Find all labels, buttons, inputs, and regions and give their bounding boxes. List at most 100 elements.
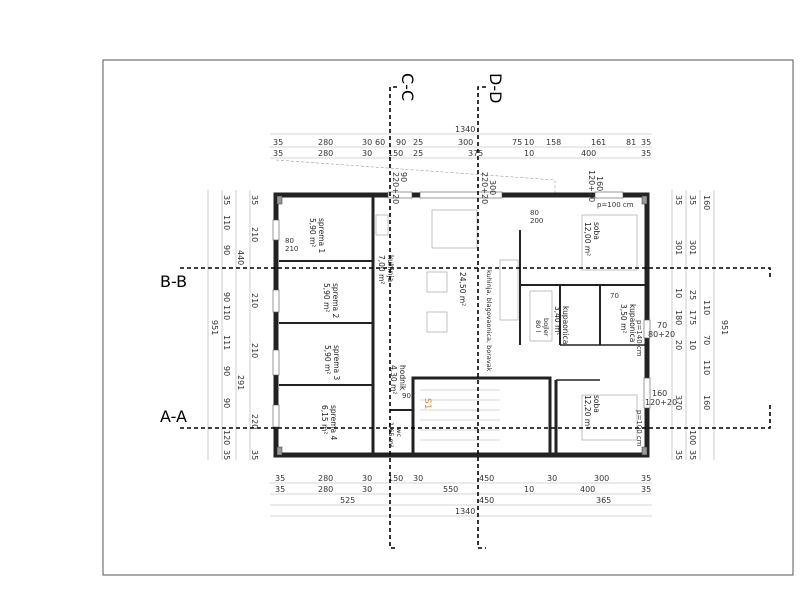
dimension-label: kupaonica [561,306,570,344]
dimension-label: 220+20 [480,172,489,204]
drawing-line [387,191,413,199]
drawing-line [426,271,448,293]
dimension-label: 10 [688,340,697,350]
drawing-line [581,214,638,271]
dimension-label: 35 [222,195,231,205]
dimension-label: 280 [318,474,333,483]
dimension-label: 30 [362,474,372,483]
dimension-label: 35 [688,450,697,460]
drawing-line [581,394,638,441]
drawing-line [594,191,624,199]
bottom-dimensions: 35 280 30 150 30 450 30 300 35 35 280 30… [270,474,652,517]
dimension-label: 12,00 m² [583,222,592,256]
dimension-label: 35 [688,195,697,205]
dimension-label: 35 [641,485,651,494]
room-area: 5,90 m² [308,218,317,247]
dimension-label: 120+20 [587,170,596,202]
dimension-label: 35 [273,149,283,158]
dimension-label: sprema 2 [331,283,340,318]
dimension-label: 280 [318,485,333,494]
dimension-label: kupaonica [628,304,637,342]
section-lines: C-C D-D B-B A-A [160,73,771,549]
drawing-line [419,191,503,199]
dimension-label: 220 [250,414,259,429]
dimension-label: 291 [236,375,245,390]
dimension-label: 7,00 m² [377,255,386,284]
dimension-label: 161 [591,138,606,147]
dimension-label: 550 [443,485,458,494]
dimension-label: 35 [273,138,283,147]
dimension-label: 30 [362,149,372,158]
dimension-label: 150 [388,474,403,483]
dimension-label: 450 [479,474,494,483]
drawing-line [272,349,280,376]
dimension-label: 30 [362,485,372,494]
section-cc-label: C-C [398,73,417,101]
dimension-label: 35 [674,195,683,205]
dimension-label: 90 [402,392,411,400]
dimension-label: 90 [222,366,231,376]
dimension-label: 210 [250,227,259,242]
right-dimensions: 35 301 10 180 20 370 35 35 301 25 175 10… [671,190,729,460]
dimension-label: 10 [524,485,534,494]
dimension-label: 30 [547,474,557,483]
dimension-label: 110 [222,305,231,320]
dimension-label: 3,40 m² [553,306,562,335]
dimension-label: kuhinja, blagovaonica, boravak [485,270,493,372]
top-dimensions: 1340 35 280 30 60 90 25 300 75 10 158 16… [270,125,652,159]
dimension-label: 81 [626,138,636,147]
dimension-label: soba [592,395,601,413]
dimension-label: 280 [318,149,333,158]
dimension-label: 35 [275,474,285,483]
dimension-label: 158 [546,138,561,147]
dimension-label: 440 [236,250,245,265]
room-name: sprema 1 [317,218,326,253]
drawing-line [420,389,500,441]
dimension-label: 120 [222,430,231,445]
dimension-label: 175 [688,310,697,325]
dimension-label: 1,65 m² [387,422,395,448]
dimension-label: 4,30 m² [389,365,398,394]
dimension-label: 30 [413,474,423,483]
dimension-label: 20 [674,340,683,350]
dimension-label: 200 [530,217,543,225]
drawing-line [643,319,651,339]
dimension-label: 70 [610,292,619,300]
dimension-label: 80 [285,237,294,245]
dimension-label: sprema 3 [332,345,341,380]
furniture [375,209,638,441]
dimension-label: 300 [458,138,473,147]
dimension-label: 35 [641,138,651,147]
dimension-label: 90 [222,245,231,255]
dimension-label: 70 [702,335,711,345]
section-dd-label: D-D [486,73,505,103]
dimension-label: 210 [250,343,259,358]
drawing-line [641,446,648,456]
dimension-label: 10 [524,149,534,158]
dimension-label: 10 [674,288,683,298]
dimension-label: 301 [688,240,697,255]
drawing-line [529,290,553,342]
dimension-label: 35 [275,485,285,494]
drawing-line [643,377,651,409]
dimension-label: 370 [674,395,683,410]
dimension-label: 1340 [455,507,475,516]
drawing-line [431,209,478,249]
drawing-line [180,405,771,429]
left-dimensions: 951 440 291 35 110 90 90 110 111 90 90 1… [207,190,259,460]
section-aa-label: A-A [160,407,187,426]
dimension-label: 70 [657,321,667,330]
dimension-label: 75 [512,138,522,147]
dimension-label: 160 [702,395,711,410]
dimension-label: 951 [210,320,219,335]
dimension-label: p=140 cm [635,320,643,357]
dimension-label: hodnik [398,365,407,391]
dimension-label: 100 [688,430,697,445]
dimension-label: 80 l [534,320,542,332]
dimension-label: 80 [530,209,539,217]
dimension-label: 90 [222,398,231,408]
drawing-line [276,195,283,205]
dimension-label: 25 [688,290,697,300]
drawing-line [389,86,397,549]
